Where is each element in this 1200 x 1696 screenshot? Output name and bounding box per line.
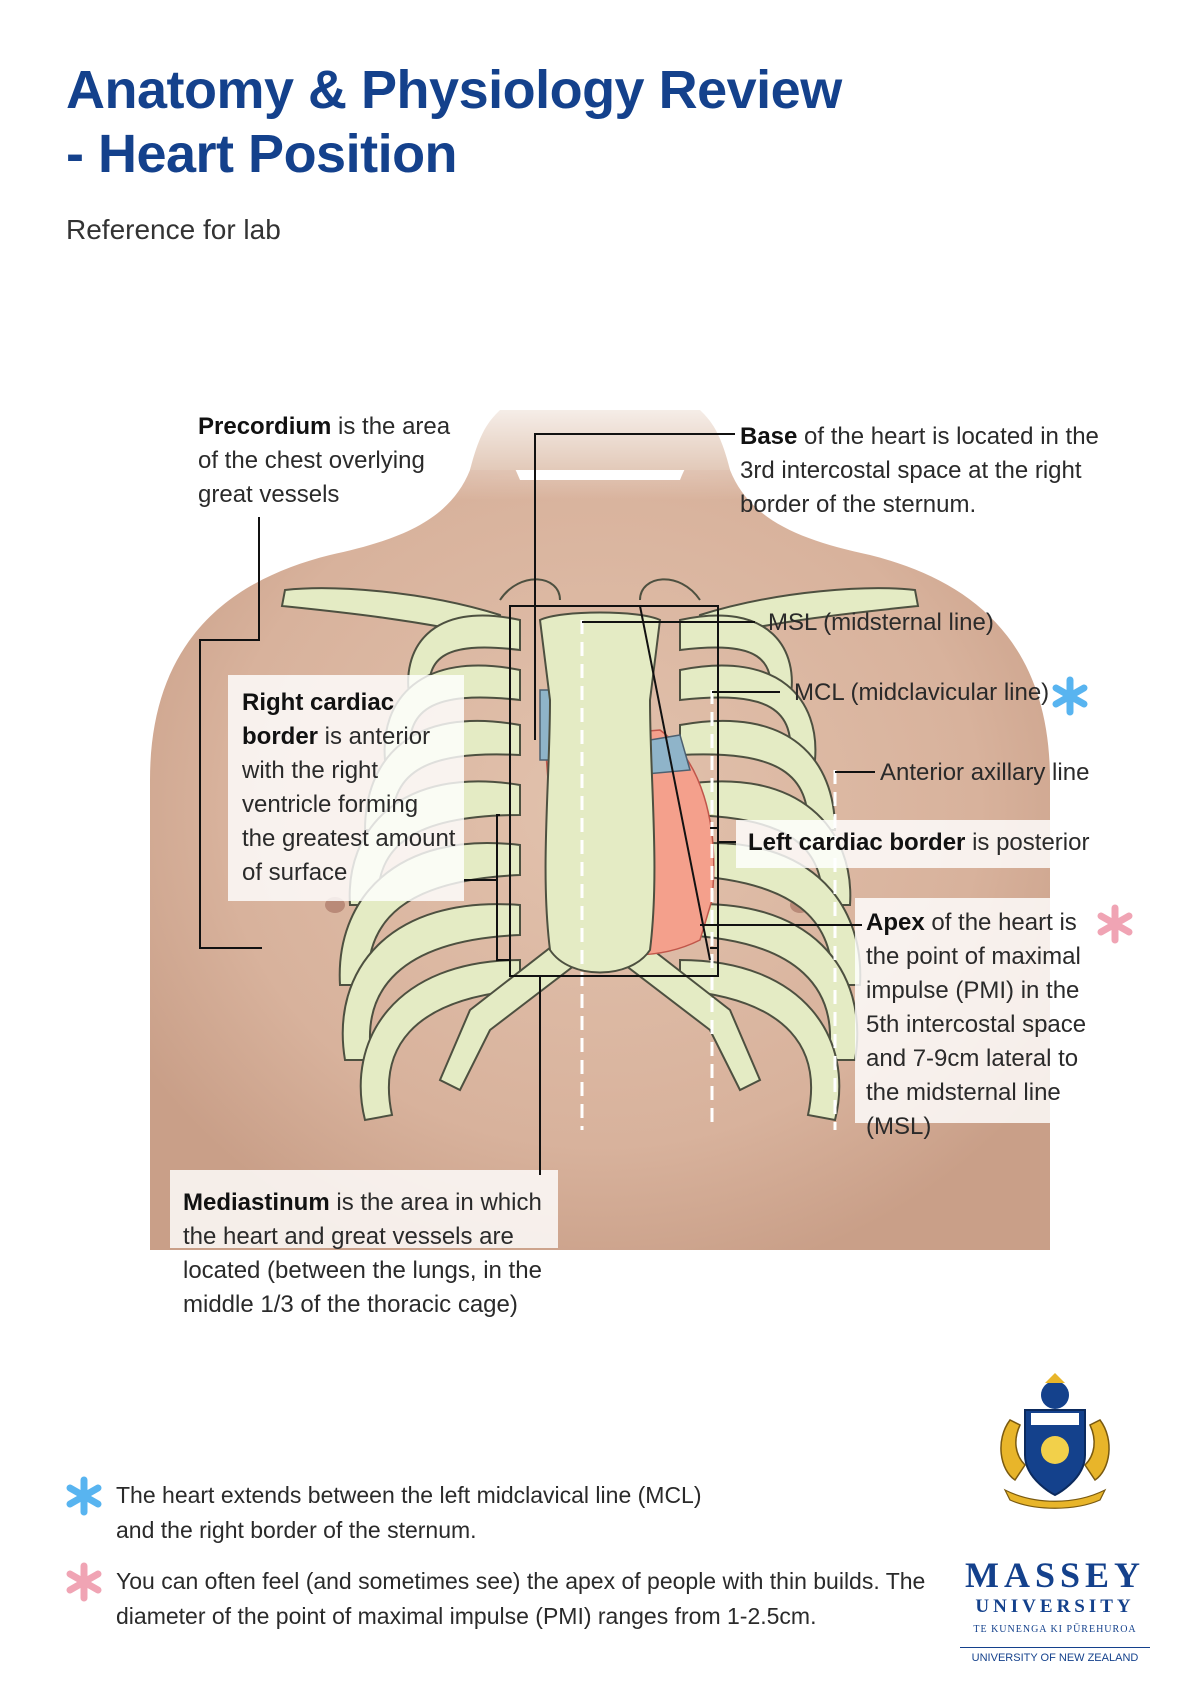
left-border-panel [736,820,1096,868]
precordium-text: is the area of the chest overlying great… [198,413,451,508]
mediastinum-label: Mediastinum is the area in which the hea… [183,1186,563,1322]
mediastinum-box [509,605,719,977]
left-border-text: is posterior [965,829,1090,856]
base-leader [534,433,735,740]
base-text: of the heart is located in the 3rd inter… [740,423,1099,518]
base-label: Base of the heart is located in the 3rd … [740,420,1110,522]
footnote-2-text: You can often feel (and sometimes see) t… [116,1568,926,1629]
blue-asterisk-icon [1052,676,1088,716]
logo-university: UNIVERSITY [975,1596,1135,1617]
footnote-blue-asterisk-icon [66,1476,102,1516]
pink-asterisk-icon [1097,904,1133,944]
right-border-label: Right cardiac border is anterior with th… [242,686,457,890]
base-term: Base [740,423,798,450]
apex-label: Apex of the heart is the point of maxima… [866,906,1106,1144]
apex-text: of the heart is the point of maximal imp… [866,909,1087,1140]
logo-maori-name: TE KUNENGA KI PŪREHUROA [973,1624,1137,1635]
precordium-label: Precordium is the area of the chest over… [198,410,468,512]
massey-crest-logo [1000,1373,1110,1509]
precordium-leader [199,517,262,949]
title-line-1: Anatomy & Physiology Review [66,60,842,120]
page-title: Anatomy & Physiology Review - Heart Posi… [66,58,966,186]
mediastinum-text: is the area in which the heart and great… [183,1189,542,1318]
logo-country: UNIVERSITY OF NEW ZEALAND [960,1647,1150,1664]
logo-name: MASSEY [964,1555,1146,1595]
footnote-pink-asterisk-icon [66,1562,102,1602]
mcl-label: MCL (midclavicular line) [794,679,1050,706]
footnote-1-text: The heart extends between the left midcl… [116,1482,702,1543]
apex-panel [855,898,1105,1123]
page-subtitle: Reference for lab [66,214,281,245]
title-line-2: - Heart Position [66,124,458,184]
mediastinum-term: Mediastinum [183,1189,330,1216]
sternum [538,611,662,974]
mediastinum-panel [170,1170,558,1248]
left-border-bracket [710,827,719,949]
right-border-text: is anterior with the right ventricle for… [242,723,456,886]
right-border-term: Right cardiac border [242,689,395,750]
left-border-label: Left cardiac border is posterior [748,826,1098,860]
left-border-term: Left cardiac border [748,829,966,856]
right-border-bracket [496,814,510,961]
axillary-label: Anterior axillary line [880,759,1090,786]
apex-term: Apex [866,909,925,936]
precordium-term: Precordium [198,413,332,440]
msl-label: MSL (midsternal line) [768,609,994,636]
right-border-panel [228,675,464,901]
